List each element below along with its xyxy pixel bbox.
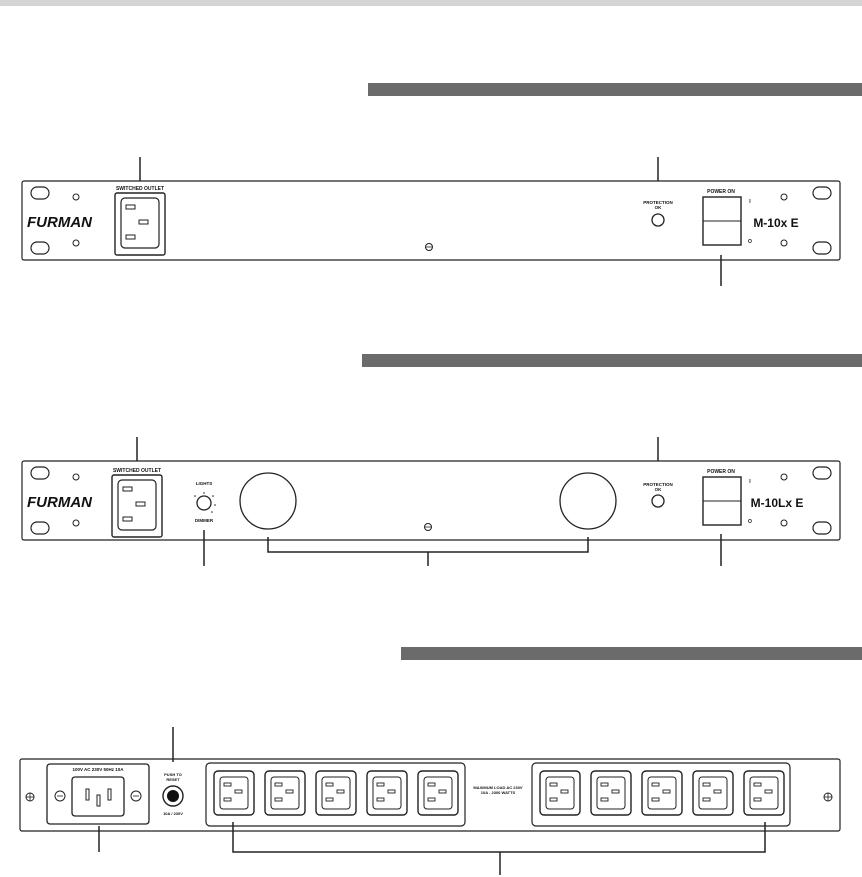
power-inlet: 100V AC 230V 50Hz 10A <box>46 763 150 825</box>
power-on-label: POWER ON <box>707 469 735 475</box>
rear-outlet <box>315 770 357 816</box>
switched-outlet-label: SWITCHED OUTLET <box>113 468 161 474</box>
power-switch[interactable] <box>702 476 742 526</box>
breaker-reset-label: RESET <box>166 777 180 782</box>
rear-outlet <box>641 770 683 816</box>
power-switch[interactable] <box>702 196 742 246</box>
screw-icon <box>424 523 432 531</box>
protection-label: PROTECTION <box>643 200 673 205</box>
rear-outlet <box>590 770 632 816</box>
switch-on-mark: I <box>749 199 751 205</box>
section-bar-front-m10lx <box>362 354 862 367</box>
switched-outlet <box>114 192 166 256</box>
breaker-label: PUSH TO <box>164 772 182 777</box>
dimmer-knob[interactable] <box>194 492 216 513</box>
protection-led <box>651 213 665 227</box>
dimmer-label: DIMMER <box>195 518 214 523</box>
lights-label: LIGHTS <box>196 481 213 486</box>
breaker-rating-label: 10A / 230V <box>163 811 183 816</box>
rear-outlet <box>213 770 255 816</box>
rear-outlet <box>366 770 408 816</box>
brand-logo: FURMAN <box>27 214 93 231</box>
switch-off-mark: O <box>748 239 752 245</box>
model-name: M-10x E <box>753 216 798 230</box>
rear-panel: 100V AC 230V 50Hz 10A PUSH TO RESET 10A … <box>19 758 841 832</box>
lamp-right <box>559 472 617 530</box>
section-bar-front-m10x <box>368 83 862 96</box>
model-name: M-10Lx E <box>751 496 804 510</box>
front-panel-m10lx: FURMAN SWITCHED OUTLET LIGHTS DIMMER PRO… <box>21 460 841 541</box>
switch-on-mark: I <box>749 479 751 485</box>
protection-led <box>651 494 665 508</box>
screw-icon <box>425 243 433 251</box>
rear-outlet <box>264 770 306 816</box>
inlet-rating-label: 100V AC 230V 50Hz 10A <box>72 767 124 772</box>
rear-outlet <box>692 770 734 816</box>
lamp-left <box>239 472 297 530</box>
rear-outlet <box>417 770 459 816</box>
max-load-watts-label: 10A - 2300 WATTS <box>481 790 516 795</box>
callout-bracket <box>232 822 766 853</box>
brand-logo: FURMAN <box>27 494 93 511</box>
max-load-label: MAXIMUM LOAD AC 230V <box>473 785 523 790</box>
reset-breaker[interactable] <box>162 785 184 807</box>
protection-label: PROTECTION <box>643 482 673 487</box>
top-bar <box>0 0 862 6</box>
switched-outlet <box>111 474 163 538</box>
rear-outlet <box>539 770 581 816</box>
switched-outlet-label: SWITCHED OUTLET <box>116 186 164 192</box>
protection-ok-label: OK <box>655 487 663 492</box>
protection-ok-label: OK <box>655 205 663 210</box>
front-panel-m10x: FURMAN SWITCHED OUTLET PROTECTION OK POW… <box>21 180 841 261</box>
switch-off-mark: O <box>748 519 752 525</box>
section-bar-rear <box>401 647 862 660</box>
rear-outlet <box>743 770 785 816</box>
power-on-label: POWER ON <box>707 189 735 195</box>
